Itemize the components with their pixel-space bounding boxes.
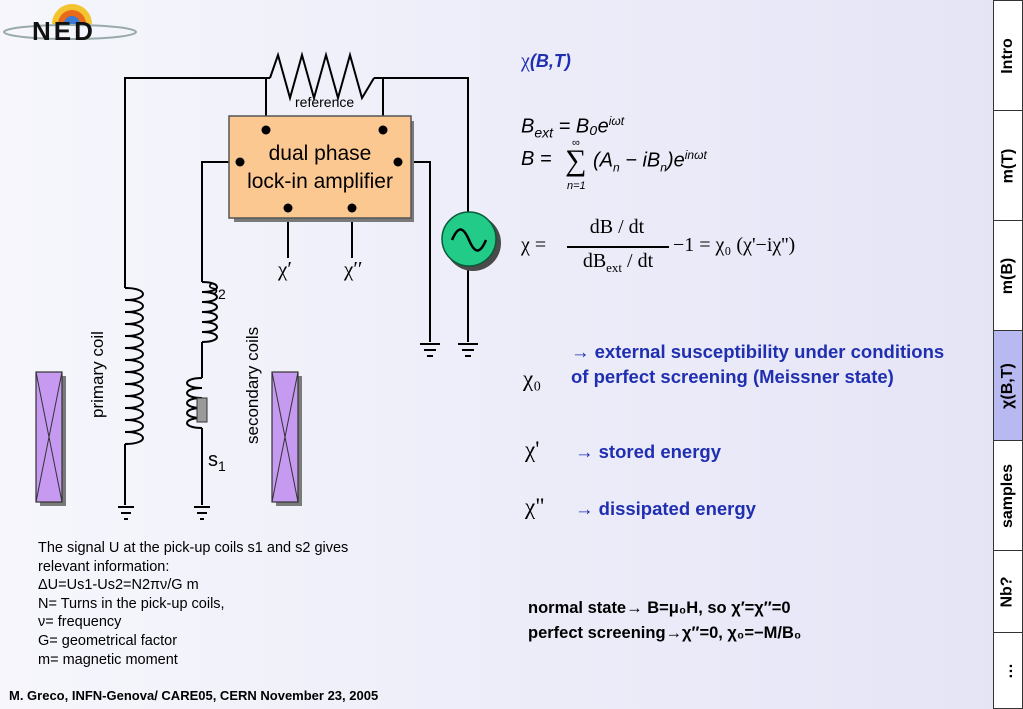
- secondary-coils-label: secondary coils: [243, 327, 262, 444]
- chi0-meaning: → external susceptibility under conditio…: [571, 341, 945, 387]
- s1-label: s1: [208, 449, 226, 474]
- bext-equation: Bext = B₀eiωt: [521, 114, 625, 141]
- chi-double-prime-meaning: → dissipated energy: [575, 498, 756, 519]
- amp-label-line1: dual phase: [269, 142, 372, 165]
- circuit-diagram: reference dual phase lock-in amplifier χ…: [35, 51, 501, 520]
- tab-more[interactable]: …: [993, 632, 1023, 709]
- tab-nb[interactable]: Nb?: [993, 550, 1023, 633]
- logo-text: NED: [32, 16, 96, 46]
- tab-m-b[interactable]: m(B): [993, 220, 1023, 331]
- chi-double-prime-output: χ′′: [343, 257, 363, 281]
- normal-state-line: normal state→ B=μ₀H, so χ′=χ′′=0: [528, 599, 791, 617]
- chi-prime-meaning: → stored energy: [575, 441, 721, 462]
- signal-info: The signal U at the pick-up coils s1 and…: [38, 540, 349, 668]
- tab-m-t[interactable]: m(T): [993, 110, 1023, 221]
- b-sum-equation: B = ∞ ∑ n=1 (An − iBn)einωt: [521, 137, 707, 192]
- amp-label-line2: lock-in amplifier: [247, 170, 393, 193]
- tab-chi-b-t[interactable]: χ(B,T): [993, 330, 1023, 441]
- primary-coil-label: primary coil: [88, 331, 107, 418]
- chi-double-prime-symbol: χ": [525, 494, 545, 519]
- chi-equation: χ = dB / dt dBext / dt −1 = χ₀ (χ'−iχ''): [521, 216, 796, 275]
- perfect-screening-line: perfect screening→χ″=0, χ₀=−M/B₀: [528, 624, 802, 642]
- tab-intro[interactable]: Intro: [993, 0, 1023, 111]
- reference-label: reference: [295, 94, 354, 110]
- footer-credit: M. Greco, INFN-Genova/ CARE05, CERN Nove…: [9, 688, 379, 703]
- tab-samples[interactable]: samples: [993, 440, 1023, 551]
- chi-prime-symbol: χ': [525, 437, 540, 462]
- ned-logo: NED: [2, 0, 142, 46]
- s2-label: s2: [208, 277, 226, 302]
- chi0-symbol: χ₀: [523, 366, 542, 391]
- chi-prime-output: χ′: [277, 257, 292, 281]
- equation-title: χ(B,T): [521, 50, 571, 72]
